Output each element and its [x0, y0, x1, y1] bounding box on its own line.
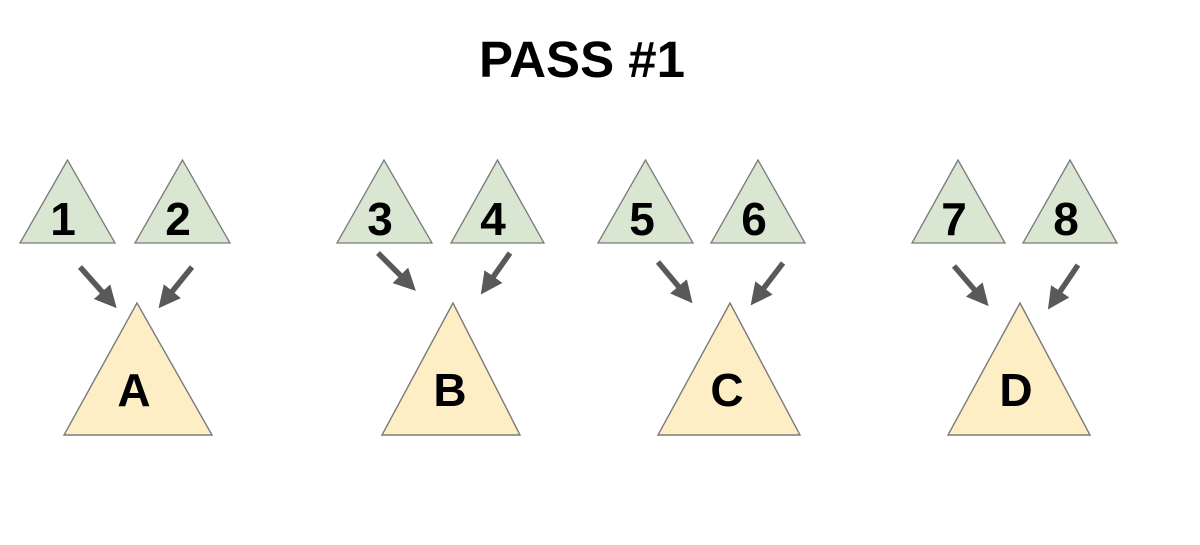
input-label-2: 2	[165, 193, 191, 245]
page-title: PASS #1	[479, 31, 685, 88]
input-label-7: 7	[941, 193, 967, 245]
arrow-2-to-a-icon	[158, 265, 195, 309]
arrow-3-to-b-icon	[376, 251, 416, 291]
input-triangle-4	[449, 158, 546, 244]
merge-group-b: 3 4 B	[335, 158, 546, 436]
input-triangle-8	[1021, 158, 1119, 244]
input-label-8: 8	[1053, 193, 1079, 245]
input-label-3: 3	[367, 193, 393, 245]
output-label-a: A	[117, 364, 150, 416]
arrow-7-to-d-icon	[951, 264, 989, 307]
input-label-5: 5	[629, 193, 655, 245]
input-triangle-5	[596, 158, 695, 244]
output-triangle-b	[380, 301, 522, 436]
output-triangle-a	[62, 301, 214, 436]
arrow-4-to-b-icon	[480, 251, 513, 295]
output-label-c: C	[710, 364, 743, 416]
input-label-6: 6	[741, 193, 767, 245]
arrow-6-to-c-icon	[750, 261, 786, 306]
output-triangle-c	[656, 301, 802, 436]
merge-group-d: 7 8 D	[910, 158, 1119, 436]
arrow-8-to-d-icon	[1047, 263, 1081, 310]
input-triangle-1	[18, 158, 117, 244]
input-label-1: 1	[50, 193, 76, 245]
arrow-5-to-c-icon	[655, 260, 693, 304]
input-label-4: 4	[480, 193, 506, 245]
merge-group-a: 1 2 A	[18, 158, 232, 436]
arrow-1-to-a-icon	[77, 265, 117, 309]
output-label-b: B	[433, 364, 466, 416]
output-triangle-d	[946, 301, 1092, 436]
input-triangle-2	[133, 158, 232, 244]
input-triangle-7	[910, 158, 1007, 244]
input-triangle-3	[335, 158, 434, 244]
output-label-d: D	[999, 364, 1032, 416]
merge-group-c: 5 6 C	[596, 158, 807, 436]
input-triangle-6	[709, 158, 807, 244]
